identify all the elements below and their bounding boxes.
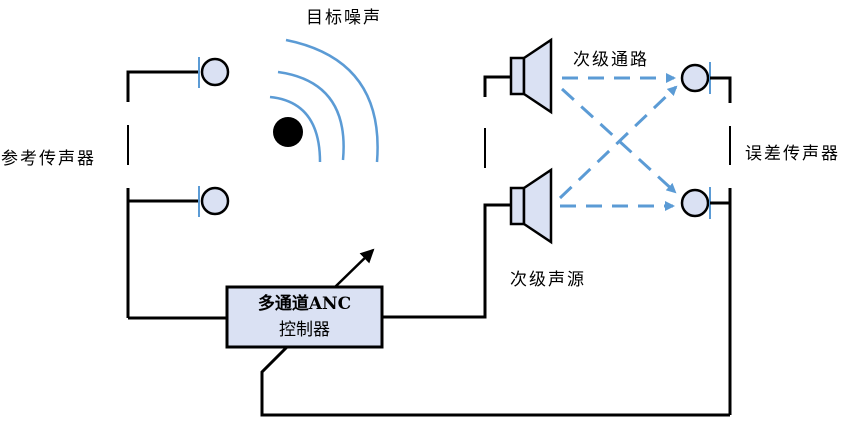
reference-mic-1 <box>198 57 230 88</box>
secondary-paths <box>558 73 678 211</box>
sound-wave-3 <box>285 38 379 163</box>
error-mic-1 <box>680 62 711 94</box>
adaptive-arrow-upper <box>334 248 375 288</box>
speaker-wiring <box>382 75 511 319</box>
controller-label-line2: 控制器 <box>279 320 330 340</box>
reference-wiring <box>126 70 227 320</box>
reference-mic-2 <box>198 186 230 217</box>
path-s2-e1 <box>558 85 678 200</box>
secondary-source-label: 次级声源 <box>510 270 586 290</box>
controller-label-line1: 多通道ANC <box>257 294 352 314</box>
sound-wave-2 <box>277 70 345 161</box>
sound-wave-1 <box>269 95 322 163</box>
reference-mics-label: 参考传声器 <box>1 149 96 169</box>
secondary-path-label: 次级通路 <box>573 50 649 70</box>
error-wiring <box>710 76 732 415</box>
controller-label: 多通道ANC 控制器 <box>227 287 382 347</box>
error-mic-2 <box>680 187 711 219</box>
noise-source-icon <box>273 117 303 147</box>
adaptive-arrow-lower <box>260 345 730 417</box>
secondary-speaker-1 <box>509 37 553 115</box>
secondary-speaker-2 <box>509 167 553 245</box>
error-mics-label: 误差传声器 <box>745 144 840 164</box>
target-noise-label: 目标噪声 <box>306 8 382 28</box>
